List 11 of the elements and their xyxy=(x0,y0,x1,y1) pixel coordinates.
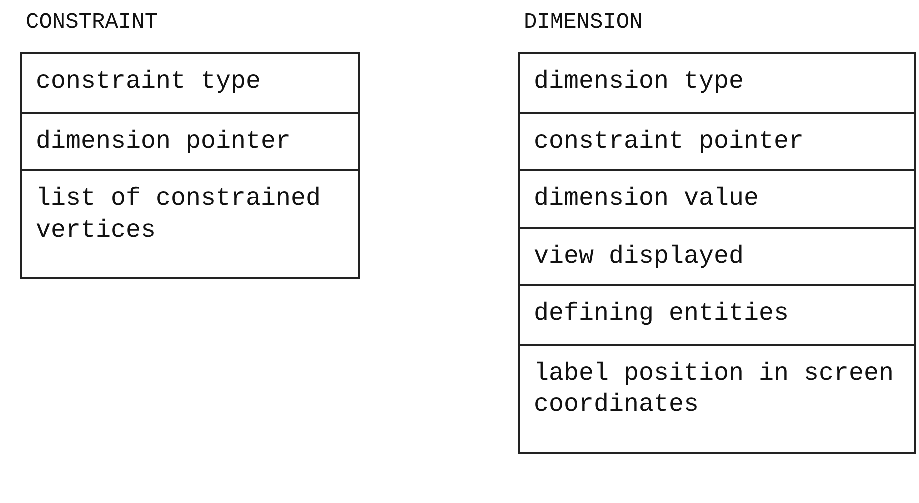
field-name: dimension pointer xyxy=(36,127,292,156)
field-name: defining entities xyxy=(534,298,790,328)
field-name: constraint pointer xyxy=(534,127,804,156)
field-name: label position in screen coordinates xyxy=(534,358,894,419)
field-name: dimension type xyxy=(534,67,744,96)
field-name: list of constrained vertices xyxy=(36,184,322,244)
table-heading: DIMENSION xyxy=(524,10,643,35)
field-name: dimension value xyxy=(534,184,760,214)
field-name: view displayed xyxy=(534,242,744,270)
field-name: constraint type xyxy=(36,67,262,96)
table-heading: CONSTRAINT xyxy=(26,10,158,35)
